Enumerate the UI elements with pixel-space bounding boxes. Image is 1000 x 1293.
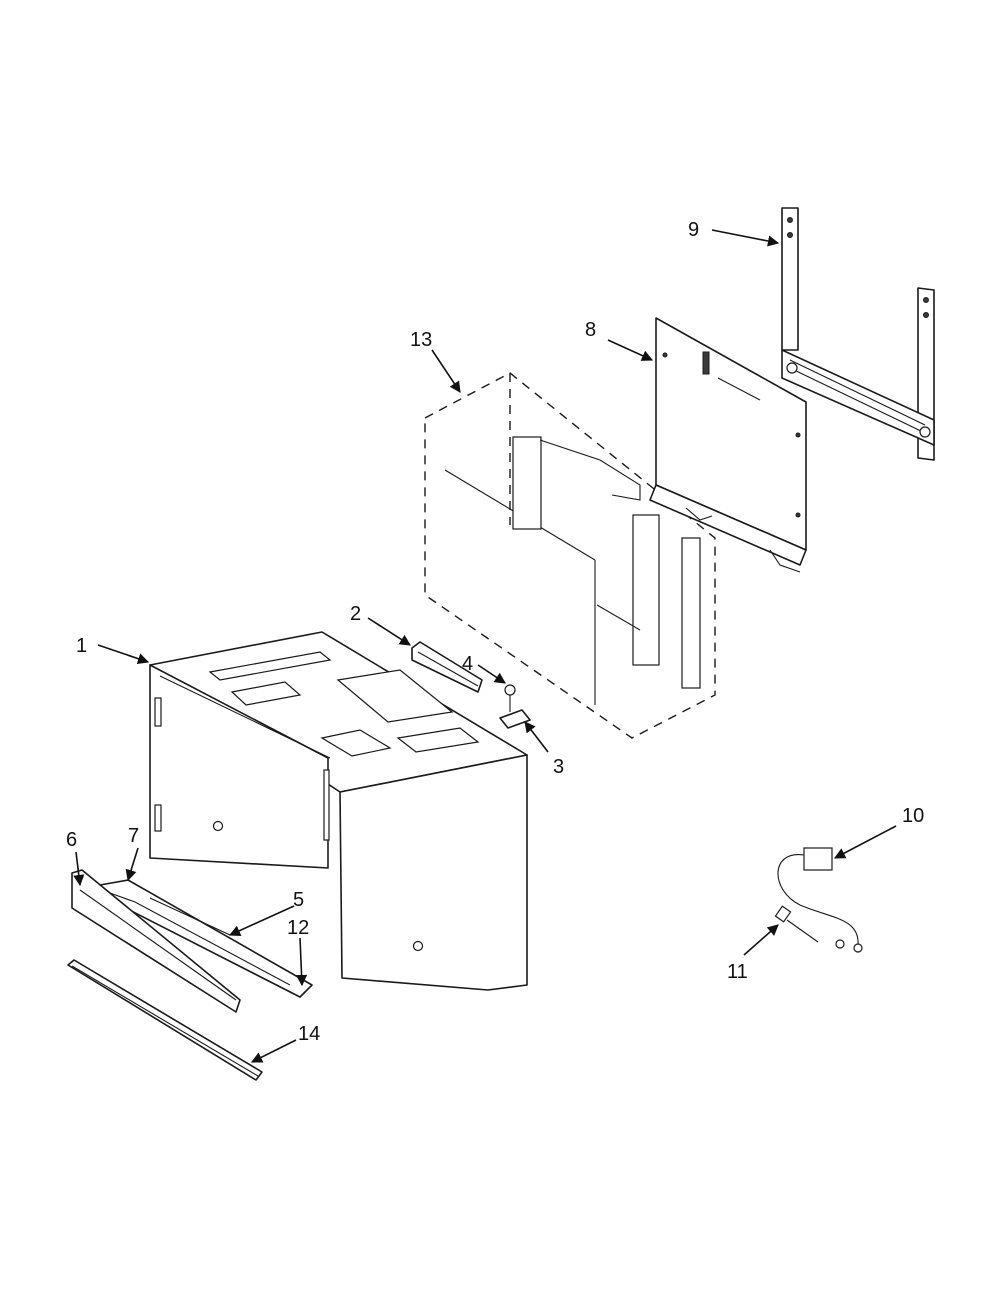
callout-labels: 1 2 3 4 5 6 7 8 9 10 11 12 13 14 — [66, 219, 924, 1045]
callout-2: 2 — [350, 603, 361, 625]
vent-grille — [411, 641, 483, 693]
screw — [504, 684, 516, 712]
callout-13: 13 — [410, 329, 432, 351]
cabinet-phantom-outline — [424, 372, 716, 739]
front-trim — [71, 869, 241, 1013]
callout-12: 12 — [287, 917, 309, 939]
callout-3: 3 — [553, 756, 564, 778]
mounting-plate — [499, 709, 531, 729]
cabinet-shell — [149, 631, 528, 991]
screw-11 — [774, 905, 819, 943]
callout-8: 8 — [585, 319, 596, 341]
back-panel — [649, 317, 807, 573]
callout-7: 7 — [128, 825, 139, 847]
thermal-switch — [777, 847, 863, 953]
mounting-bracket — [781, 207, 935, 461]
callout-9: 9 — [688, 219, 699, 241]
callout-10: 10 — [902, 805, 924, 827]
lens-strip — [67, 959, 263, 1081]
callout-11: 11 — [727, 961, 748, 983]
callout-14: 14 — [298, 1023, 320, 1045]
callout-4: 4 — [462, 653, 473, 675]
callout-5: 5 — [293, 889, 304, 911]
leader-lines — [73, 229, 897, 1063]
callout-1: 1 — [76, 635, 87, 657]
callout-6: 6 — [66, 829, 77, 851]
